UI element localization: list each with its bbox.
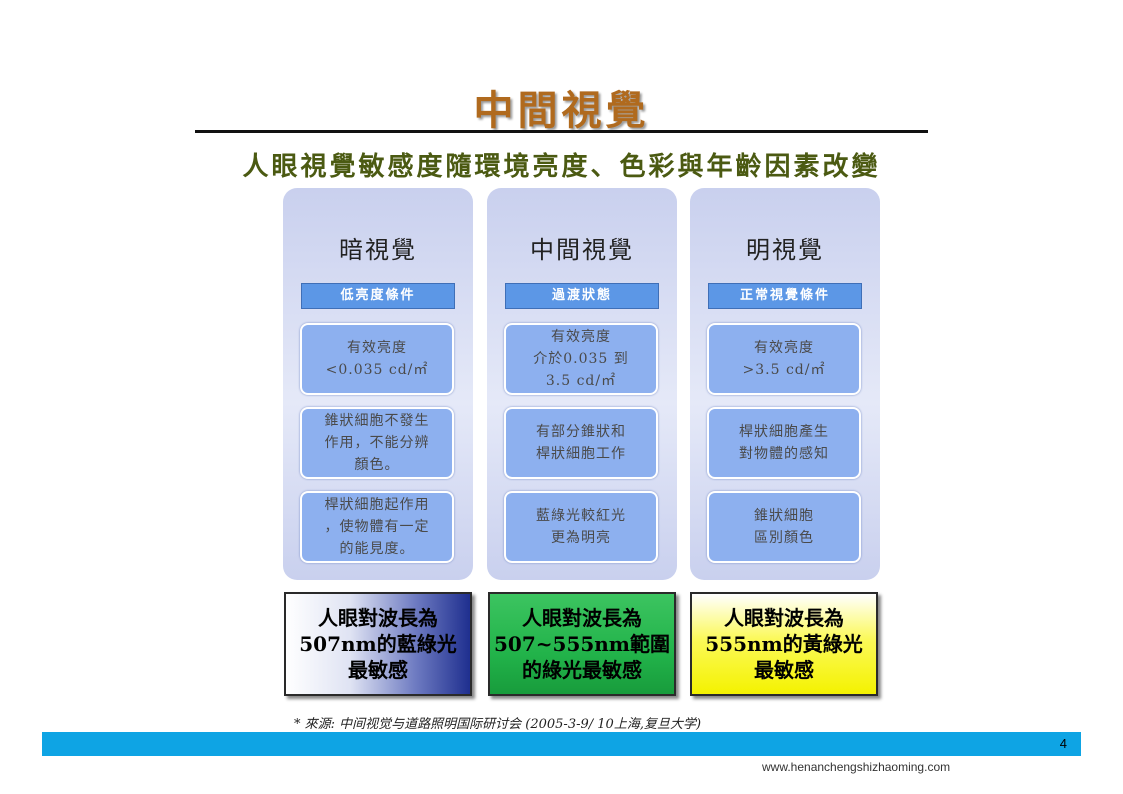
source-note: * 來源: 中间视觉与道路照明国际研讨会 (2005-3-9/ 10上海,复旦大… xyxy=(294,717,702,732)
info-box-color: 藍綠光較紅光 更為明亮 xyxy=(504,491,658,563)
info-box-cones: 錐狀細胞不發生 作用，不能分辨 顏色。 xyxy=(300,407,454,479)
info-box-luminance: 有效亮度 >3.5 cd/㎡ xyxy=(707,323,861,395)
page-number: 4 xyxy=(1059,736,1067,751)
website-url: www.henanchengshizhaoming.com xyxy=(762,760,951,774)
column-photopic: 明視覺 正常視覺條件 有效亮度 >3.5 cd/㎡ 桿狀細胞產生 對物體的感知 … xyxy=(690,188,880,580)
condition-tag: 正常視覺條件 xyxy=(708,283,862,309)
info-box-rods: 桿狀細胞起作用 ，使物體有一定 的能見度。 xyxy=(300,491,454,563)
info-box-luminance: 有效亮度 介於0.035 到 3.5 cd/㎡ xyxy=(504,323,658,395)
column-title: 中間視覺 xyxy=(530,236,634,264)
result-box-yellow-green: 人眼對波長為 555nm的黃綠光 最敏感 xyxy=(690,592,878,696)
slide-subtitle: 人眼視覺敏感度隨環境亮度、色彩與年齡因素改變 xyxy=(242,152,881,182)
info-box-cones: 錐狀細胞 區別顏色 xyxy=(707,491,861,563)
column-title: 明視覺 xyxy=(746,236,824,264)
result-box-blue-green: 人眼對波長為 507nm的藍綠光 最敏感 xyxy=(284,592,472,696)
info-box-rods: 桿狀細胞產生 對物體的感知 xyxy=(707,407,861,479)
column-scotopic: 暗視覺 低亮度條件 有效亮度 <0.035 cd/㎡ 錐狀細胞不發生 作用，不能… xyxy=(283,188,473,580)
condition-tag: 低亮度條件 xyxy=(301,283,455,309)
title-divider xyxy=(195,130,928,133)
info-box-cells: 有部分錐狀和 桿狀細胞工作 xyxy=(504,407,658,479)
footer-bar: 4 xyxy=(42,732,1081,756)
info-box-luminance: 有效亮度 <0.035 cd/㎡ xyxy=(300,323,454,395)
slide-title: 中間視覺 xyxy=(473,87,650,134)
column-mesopic: 中間視覺 過渡狀態 有效亮度 介於0.035 到 3.5 cd/㎡ 有部分錐狀和… xyxy=(487,188,677,580)
column-title: 暗視覺 xyxy=(339,236,417,264)
condition-tag: 過渡狀態 xyxy=(505,283,659,309)
result-box-green: 人眼對波長為 507~555nm範圍 的綠光最敏感 xyxy=(488,592,676,696)
